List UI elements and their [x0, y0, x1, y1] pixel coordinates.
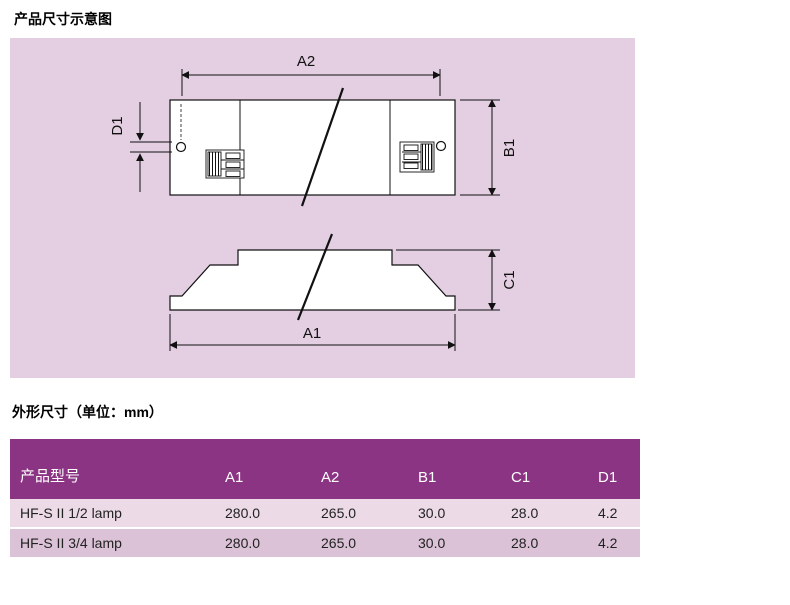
header-cell-model: 产品型号	[10, 439, 215, 499]
cell-model: HF-S II 1/2 lamp	[20, 505, 122, 521]
dimensions-table: 产品型号 A1 A2 B1 C1 D1 HF-S II 1/2 lamp 280…	[10, 439, 640, 557]
mounting-hole-right	[435, 140, 447, 152]
dimension-a2	[181, 69, 441, 96]
cell-b1: 30.0	[418, 505, 446, 521]
dimension-d1	[130, 102, 172, 192]
header-cell-a1: A1	[215, 439, 311, 499]
side-profile-outline	[169, 249, 456, 311]
dimension-diagram-panel: A2 B1 D1 C1	[10, 38, 635, 378]
cell-a1: 280.0	[225, 505, 261, 521]
table-row: HF-S II 3/4 lamp 280.0 265.0 30.0 28.0 4…	[10, 528, 640, 557]
header-cell-a2: A2	[311, 439, 408, 499]
dim-label-a1: A1	[303, 325, 321, 342]
dim-label-c1: C1	[501, 270, 518, 289]
dim-label-d1: D1	[109, 116, 126, 135]
cell-a2: 265.0	[321, 535, 357, 551]
cell-c1: 28.0	[511, 535, 539, 551]
mounting-hole-left	[175, 141, 187, 153]
diagram-section-title: 产品尺寸示意图	[14, 11, 112, 27]
cell-d1: 4.2	[598, 505, 618, 521]
cell-model: HF-S II 3/4 lamp	[20, 535, 122, 551]
header-cell-d1: D1	[588, 439, 640, 499]
cell-a2: 265.0	[321, 505, 357, 521]
dim-label-a2: A2	[297, 53, 315, 70]
side-view-drawing	[169, 233, 456, 321]
dimension-c1	[396, 249, 500, 311]
header-cell-c1: C1	[501, 439, 588, 499]
cell-b1: 30.0	[418, 535, 446, 551]
cell-d1: 4.2	[598, 535, 618, 551]
terminal-block-left	[205, 149, 245, 179]
top-view-drawing	[169, 87, 456, 207]
break-line-side-view	[296, 233, 334, 321]
dimension-drawing: A2 B1 D1 C1	[109, 53, 518, 351]
cell-c1: 28.0	[511, 505, 539, 521]
table-row: HF-S II 1/2 lamp 280.0 265.0 30.0 28.0 4…	[10, 499, 640, 528]
header-cell-b1: B1	[408, 439, 501, 499]
dimension-b1	[460, 99, 500, 196]
terminal-block-right	[399, 141, 435, 173]
cell-a1: 280.0	[225, 535, 261, 551]
dim-label-b1: B1	[501, 139, 518, 157]
break-line-top-view	[300, 87, 345, 207]
table-section-title: 外形尺寸（单位：mm）	[12, 404, 163, 420]
table-header-row: 产品型号 A1 A2 B1 C1 D1	[10, 439, 640, 499]
dimension-a1	[169, 314, 456, 351]
